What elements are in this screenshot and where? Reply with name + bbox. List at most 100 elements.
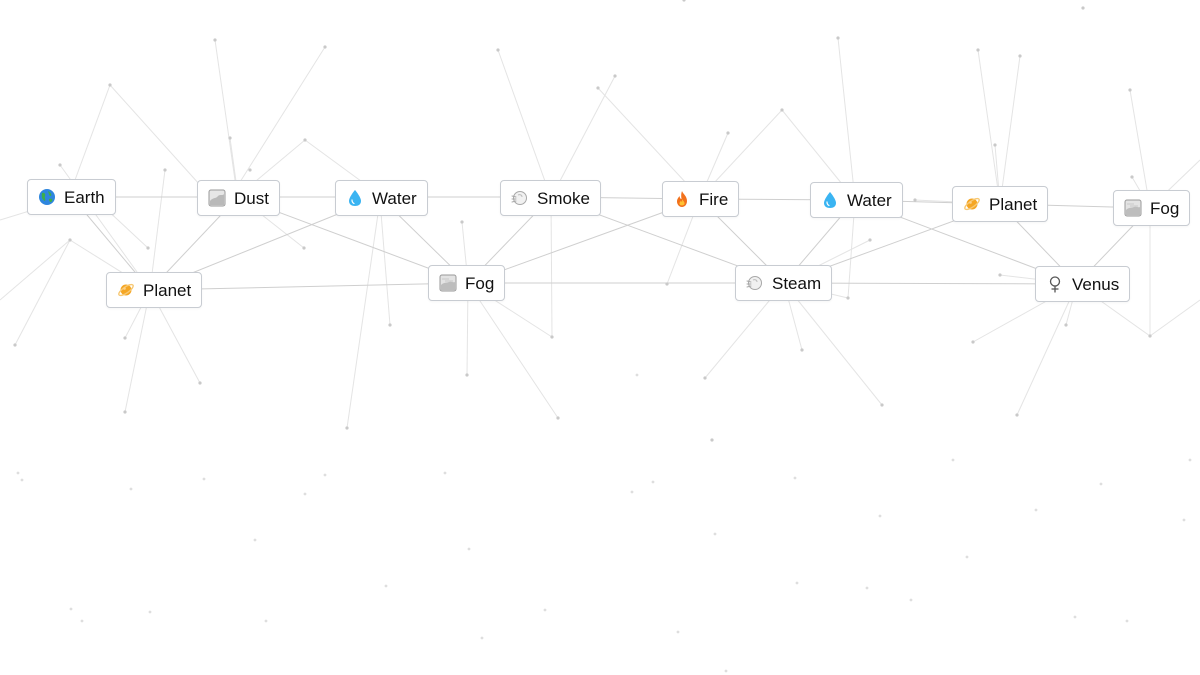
particle-dot bbox=[148, 610, 152, 614]
particle-dot bbox=[345, 426, 349, 430]
connection-line bbox=[783, 282, 1078, 285]
particle-dot bbox=[384, 584, 388, 588]
connection-line bbox=[550, 75, 616, 199]
particle-dot bbox=[198, 381, 202, 385]
element-planet[interactable]: Planet bbox=[106, 272, 203, 308]
particle-dot bbox=[909, 598, 913, 602]
element-fog[interactable]: Fog bbox=[1113, 190, 1191, 226]
particle-dot bbox=[635, 373, 639, 377]
particle-dot bbox=[596, 86, 600, 90]
connection-line bbox=[1129, 89, 1151, 209]
element-dust[interactable]: Dust bbox=[197, 180, 280, 216]
connection-line bbox=[149, 169, 166, 291]
particle-dot bbox=[163, 168, 167, 172]
globe-icon bbox=[38, 188, 56, 206]
element-label: Earth bbox=[64, 187, 105, 207]
connection-line bbox=[497, 49, 552, 199]
particle-dot bbox=[80, 619, 84, 623]
particle-dot bbox=[1015, 413, 1019, 417]
particle-dot bbox=[123, 336, 127, 340]
particle-dot bbox=[496, 48, 500, 52]
connection-line bbox=[124, 289, 151, 413]
element-venus[interactable]: Venus bbox=[1035, 266, 1131, 302]
element-label: Fire bbox=[699, 189, 729, 209]
particle-dot bbox=[264, 619, 268, 623]
particle-dot bbox=[323, 473, 327, 477]
particle-dot bbox=[1034, 508, 1038, 512]
particle-dot bbox=[108, 83, 112, 87]
particle-dot bbox=[480, 636, 484, 640]
connection-line bbox=[149, 282, 469, 291]
ringed-planet-icon bbox=[963, 195, 981, 213]
particle-dot bbox=[303, 492, 307, 496]
element-label: Dust bbox=[234, 188, 269, 208]
particle-dot bbox=[550, 335, 554, 339]
particle-dot bbox=[795, 581, 799, 585]
particle-dot bbox=[460, 220, 464, 224]
particle-dot bbox=[213, 38, 217, 42]
particle-dot bbox=[913, 198, 917, 202]
particle-dot bbox=[465, 373, 469, 377]
element-water[interactable]: Water bbox=[335, 180, 428, 216]
element-label: Water bbox=[847, 190, 892, 210]
particle-dot bbox=[146, 246, 150, 250]
connection-line bbox=[239, 46, 326, 183]
particle-dot bbox=[1099, 482, 1103, 486]
particle-dot bbox=[123, 410, 127, 414]
connection-line bbox=[1016, 283, 1078, 416]
fog-cloud-icon bbox=[439, 274, 457, 292]
particle-dot bbox=[68, 238, 72, 242]
element-label: Steam bbox=[772, 273, 822, 293]
particle-dot bbox=[713, 532, 717, 536]
element-fog[interactable]: Fog bbox=[428, 265, 506, 301]
particle-dot bbox=[253, 538, 257, 542]
particle-dot bbox=[993, 143, 997, 147]
particle-dot bbox=[1130, 175, 1134, 179]
particle-dot bbox=[726, 131, 730, 135]
connection-line bbox=[14, 239, 71, 346]
particle-dot bbox=[543, 608, 547, 612]
particle-dot bbox=[16, 471, 20, 475]
connection-line bbox=[467, 282, 559, 419]
element-fire[interactable]: Fire bbox=[662, 181, 740, 217]
particle-dot bbox=[878, 514, 882, 518]
particle-dot bbox=[20, 478, 24, 482]
particle-dot bbox=[998, 273, 1002, 277]
particle-dot bbox=[846, 296, 850, 300]
particle-dot bbox=[965, 555, 969, 559]
smoke-puff-icon bbox=[511, 189, 529, 207]
particle-dot bbox=[1064, 323, 1068, 327]
element-label: Venus bbox=[1072, 274, 1120, 294]
particle-dot bbox=[976, 48, 980, 52]
particle-dot bbox=[69, 607, 73, 611]
connection-line bbox=[379, 199, 391, 326]
connection-line bbox=[109, 84, 201, 186]
particle-dot bbox=[58, 163, 62, 167]
connection-line bbox=[837, 37, 856, 201]
element-earth[interactable]: Earth bbox=[27, 179, 116, 215]
particle-dot bbox=[13, 343, 17, 347]
particle-dot bbox=[836, 36, 840, 40]
particle-dot bbox=[443, 471, 447, 475]
connection-line bbox=[550, 197, 553, 338]
connection-line bbox=[977, 49, 1001, 205]
particle-dot bbox=[710, 438, 714, 442]
particle-dot bbox=[780, 108, 784, 112]
element-water[interactable]: Water bbox=[810, 182, 903, 218]
connection-line bbox=[214, 39, 236, 181]
particle-dot bbox=[951, 458, 955, 462]
element-label: Smoke bbox=[537, 188, 590, 208]
element-steam[interactable]: Steam bbox=[735, 265, 833, 301]
particle-dot bbox=[1188, 458, 1192, 462]
element-label: Planet bbox=[989, 194, 1038, 214]
particle-dot bbox=[1148, 334, 1152, 338]
particle-dot bbox=[665, 282, 669, 286]
element-planet[interactable]: Planet bbox=[952, 186, 1049, 222]
particle-dot bbox=[865, 586, 869, 590]
element-smoke[interactable]: Smoke bbox=[500, 180, 601, 216]
particle-dot bbox=[323, 45, 327, 49]
particle-dot bbox=[630, 490, 634, 494]
fog-cloud-icon bbox=[1124, 199, 1142, 217]
